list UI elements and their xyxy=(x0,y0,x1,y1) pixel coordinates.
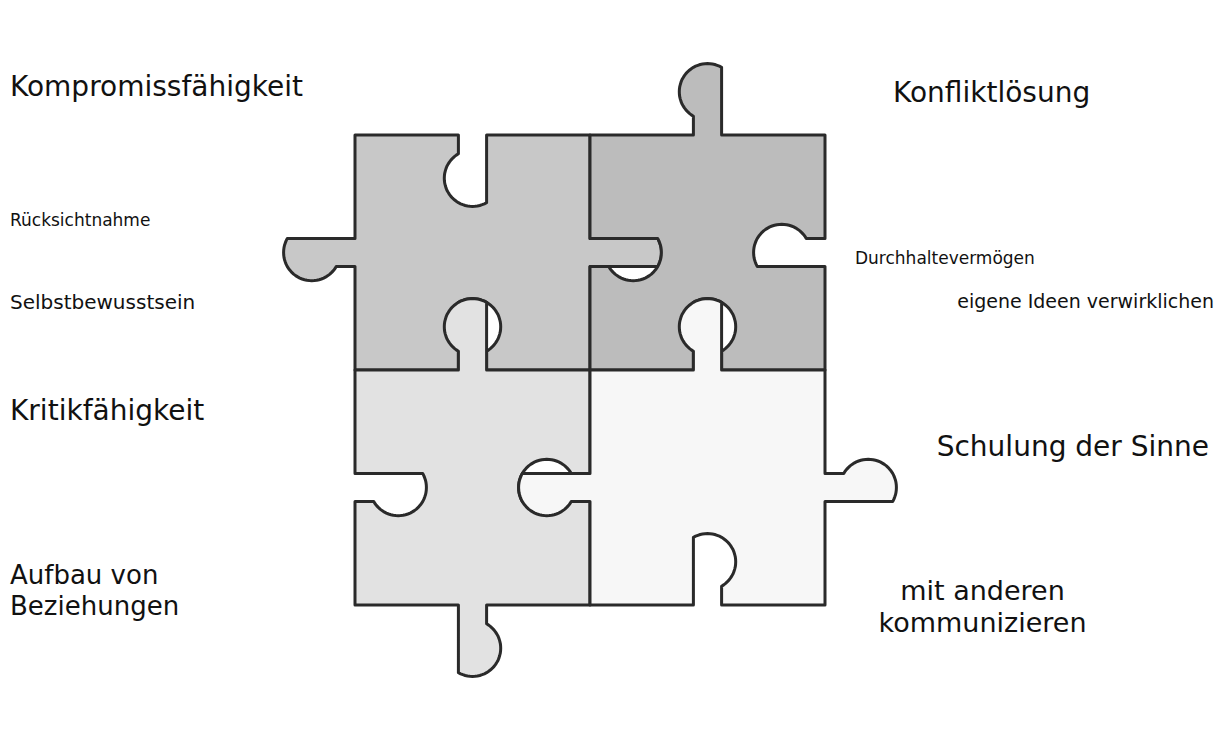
label-text: mit anderen kommunizieren xyxy=(845,575,1120,640)
puzzle-piece xyxy=(519,299,897,605)
label-text: Selbstbewusstsein xyxy=(10,290,195,314)
label-text: eigene Ideen verwirklichen xyxy=(957,290,1214,313)
label-text: Rücksichtnahme xyxy=(10,210,150,230)
label-text: Durchhaltevermögen xyxy=(855,248,1035,268)
label-text: Kompromissfähigkeit xyxy=(10,70,303,104)
label-text: Schulung der Sinne xyxy=(937,430,1209,464)
label-text: Kritikfähigkeit xyxy=(10,394,204,428)
label-text: Aufbau von Beziehungen xyxy=(10,560,215,622)
label-text: Konfliktlösung xyxy=(893,76,1090,110)
